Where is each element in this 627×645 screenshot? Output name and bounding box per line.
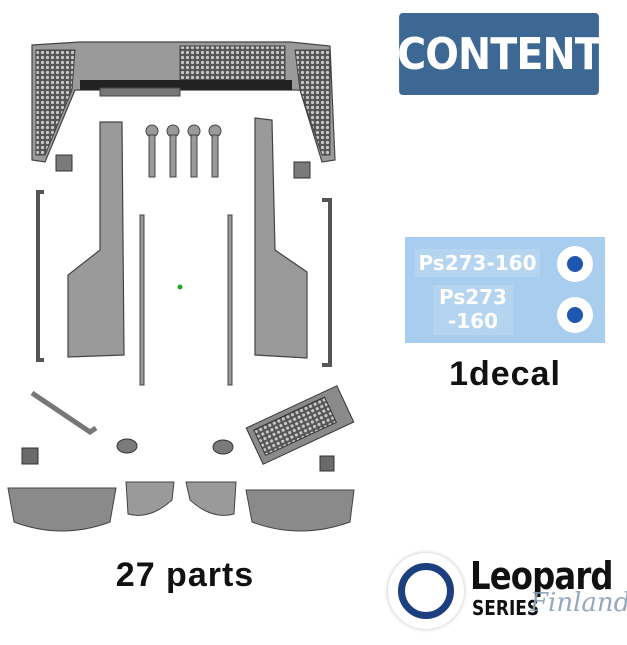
mudflap-part (7, 487, 117, 532)
roundel-icon (557, 297, 593, 333)
parts-diagram (7, 41, 355, 532)
side-rail-parts (36, 190, 332, 367)
small-block-part (21, 447, 39, 465)
cup-part (116, 438, 138, 454)
hook-parts (145, 124, 222, 178)
content-badge-label: CONTENT (397, 28, 602, 80)
decal-count-label: 1decal (449, 355, 561, 393)
mudflap-part (125, 481, 175, 516)
decal-text-line-2: Ps273 -160 (433, 285, 513, 335)
cup-part (212, 439, 234, 455)
center-marker (177, 284, 183, 290)
roundel-icon (557, 246, 593, 282)
small-block-part (293, 161, 311, 179)
left-side-plate-part (67, 121, 125, 358)
parts-count-label: 27 parts (115, 556, 255, 594)
handle-part (30, 390, 98, 436)
decal-sheet: Ps273-160 Ps273 -160 (405, 237, 605, 343)
content-badge: CONTENT (397, 13, 602, 95)
logo-script: Finland (530, 588, 627, 618)
small-block-part (55, 154, 73, 172)
small-block-part (319, 455, 335, 472)
mesh-basket-part (245, 385, 355, 465)
right-side-plate-part (254, 117, 308, 359)
mudflap-part (185, 481, 237, 516)
leopard-series-logo: Leopard SERIES Finland (380, 548, 627, 634)
mudflap-part (245, 489, 355, 532)
logo-series: SERIES (472, 596, 540, 620)
decal-text-line-1: Ps273-160 (415, 249, 540, 277)
front-bin-part (31, 41, 336, 163)
logo-ring-icon (388, 553, 464, 629)
logo-brand: Leopard (470, 554, 614, 598)
pin-parts (139, 214, 233, 386)
